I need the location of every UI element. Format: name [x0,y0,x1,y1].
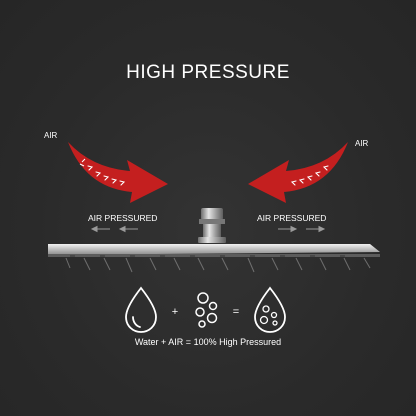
air-label-left: AIR [44,131,58,140]
page-title: HIGH PRESSURE [126,62,290,83]
air-pressured-label-right: AIR PRESSURED [257,213,327,223]
air-pressured-label-left: AIR PRESSURED [88,213,158,223]
plus-sign: + [172,306,178,318]
shower-connector-icon [198,208,226,243]
left-air-arrow-icon [68,142,168,203]
water-drop-icon [125,286,157,333]
equals-sign: = [233,306,239,318]
pressured-right-arrows-icon [278,225,326,233]
water-stream-icon [65,257,371,273]
equation-caption: Water + AIR = 100% High Pressured [134,337,282,347]
right-air-arrow-icon [248,142,348,203]
pressured-left-arrows-icon [90,225,138,233]
air-bubbles-icon [195,292,218,328]
air-label-right: AIR [355,139,369,148]
bubbly-water-drop-icon [254,286,286,333]
shower-head-icon [48,244,380,257]
